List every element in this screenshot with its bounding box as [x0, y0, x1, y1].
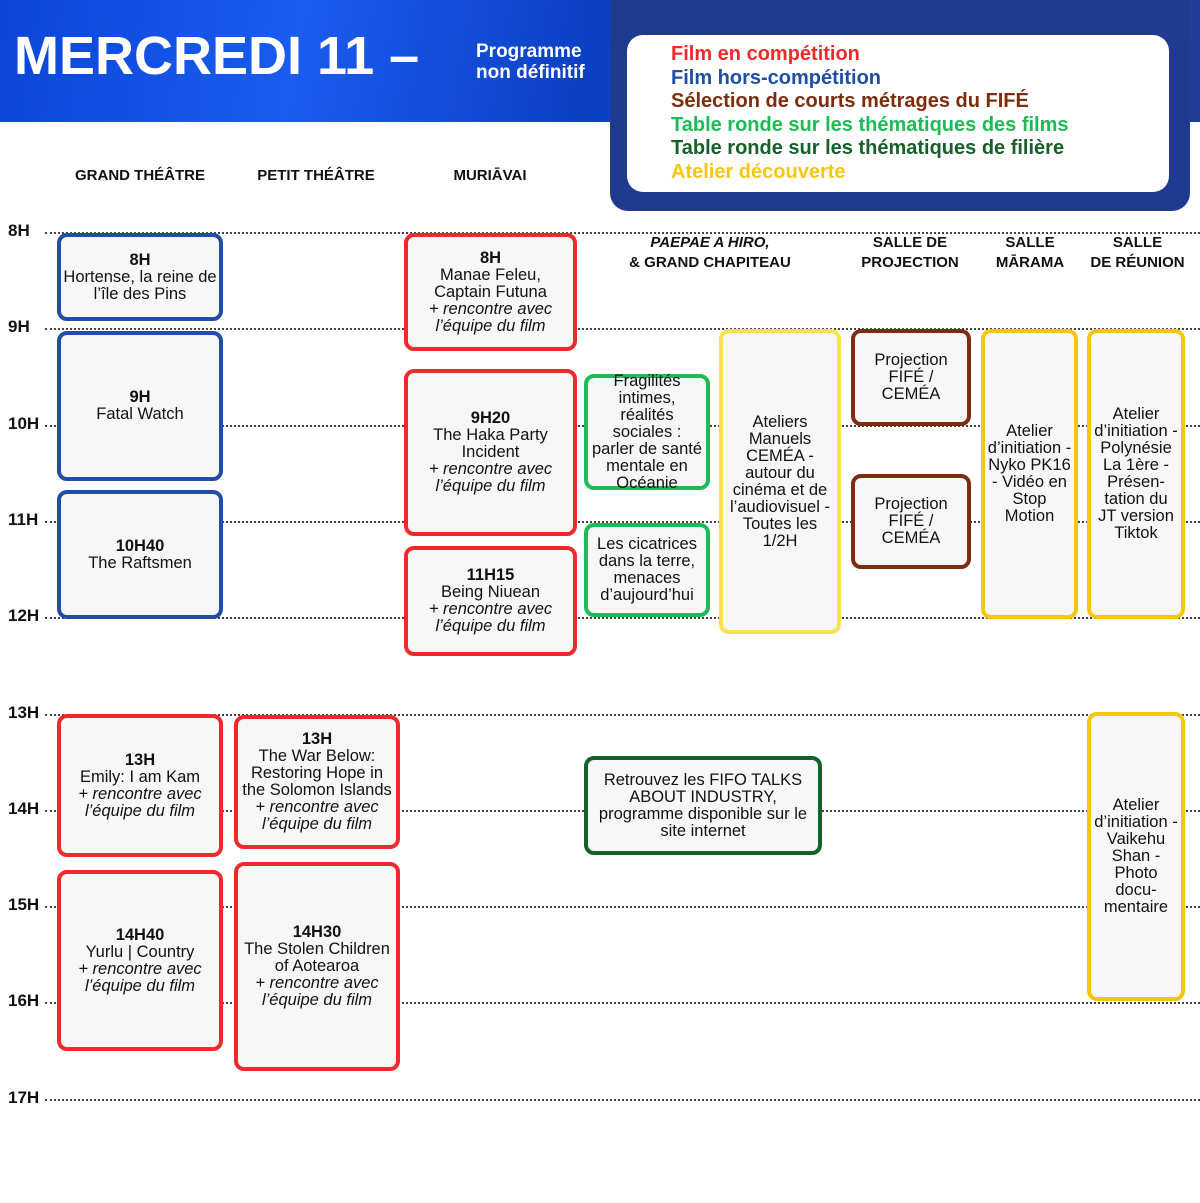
hour-label: 8H	[8, 221, 30, 240]
venue-line: PAEPAE A HIRO,	[650, 234, 770, 251]
event-extra: + rencontre avec l’équipe du film	[78, 959, 202, 995]
hour-gridline	[45, 232, 1200, 234]
event-title: Ateliers Manuels CEMÉA - autour du ciném…	[730, 412, 830, 550]
legend-item: Sélection de courts métrages du FIFÉ	[671, 90, 1029, 113]
event-title: Fragilités intimes, réalités sociales : …	[591, 371, 703, 492]
venue-line: & GRAND CHAPITEAU	[629, 254, 791, 271]
hour-label: 9H	[8, 317, 30, 337]
event-time: 11H15	[466, 566, 515, 584]
event-extra: + rencontre avec l’équipe du film	[428, 460, 553, 495]
legend-item: Atelier découverte	[671, 160, 846, 183]
venue-line: MĀRAMA	[995, 254, 1065, 271]
legend-item: Table ronde sur les thématiques des film…	[671, 113, 1069, 136]
venue-salle-projection: SALLE DE PROJECTION	[845, 233, 975, 273]
legend-item: Table ronde sur les thématiques de filiè…	[671, 137, 1065, 160]
event-pr2[interactable]: Projection FIFÉ / CEMÉA	[851, 474, 971, 569]
event-title: Being Niuean	[440, 583, 541, 601]
event-time: 9H	[129, 388, 151, 406]
event-time: 9H20	[470, 409, 511, 427]
event-time: 10H40	[115, 536, 165, 555]
hour-gridline	[45, 328, 1200, 331]
page-title: MERCREDI 11 –	[14, 26, 420, 86]
legend-item: Film en compétition	[671, 43, 860, 65]
event-pr1[interactable]: Projection FIFÉ / CEMÉA	[851, 329, 971, 426]
event-title: Manae Feleu, Captain Futuna	[434, 265, 547, 301]
hour-gridline	[45, 906, 1200, 909]
event-pa1[interactable]: Fragilités intimes, réalités sociales : …	[584, 371, 710, 492]
hour-label: 15H	[8, 895, 40, 915]
venue-salle-marama: SALLE MĀRAMA	[980, 233, 1080, 273]
venue-line: PROJECTION	[861, 254, 959, 271]
event-title: Fatal Watch	[96, 405, 184, 423]
event-extra: + rencontre avec l’équipe du film	[255, 798, 379, 833]
event-title: Hortense, la reine de l’île des Pins	[63, 267, 217, 303]
venue-line: SALLE	[1112, 234, 1163, 251]
event-re1[interactable]: Atelier d’initiation - Polynésie La 1ère…	[1087, 329, 1185, 619]
hour-label: 14H	[8, 798, 40, 818]
hour-gridline	[45, 617, 1200, 620]
event-time: 14H40	[115, 925, 165, 944]
subtitle-line: Programme	[476, 41, 582, 62]
event-title: The Haka Party Incident	[433, 426, 548, 461]
venue-muriavai: MURIĀVAI	[453, 167, 527, 184]
event-extra: + rencontre avec l’équipe du film	[78, 784, 202, 820]
hour-label: 17H	[8, 1087, 40, 1107]
hour-gridline	[45, 1002, 1200, 1005]
event-title: Atelier d’initiation - Vaikehu Shan - Ph…	[1094, 796, 1178, 916]
event-time: 13H	[124, 750, 156, 769]
venue-line: DE RÉUNION	[1090, 254, 1185, 271]
event-at1[interactable]: Ateliers Manuels CEMÉA - autour du ciném…	[719, 329, 841, 634]
venue-paepae: PAEPAE A HIRO, & GRAND CHAPITEAU	[600, 233, 820, 273]
event-title: Yurlu | Country	[85, 942, 195, 961]
hour-gridline	[45, 713, 1200, 716]
event-pa2[interactable]: Les cicatrices dans la terre, menaces d’…	[584, 523, 710, 617]
venue-salle-reunion: SALLE DE RÉUNION	[1080, 233, 1195, 273]
hour-label: 16H	[8, 991, 40, 1011]
event-title: Emily: I am Kam	[79, 767, 201, 786]
event-ma1[interactable]: Atelier d’initiation - Nyko PK16 - Vidéo…	[981, 329, 1078, 619]
event-title: The Stolen Children of Aotearoa	[244, 940, 390, 975]
venue-grand-theatre: GRAND THÉÂTRE	[75, 167, 205, 184]
hour-label: 10H	[8, 413, 40, 433]
event-title: Projection FIFÉ / CEMÉA	[874, 351, 948, 403]
subtitle-line: non définitif	[476, 62, 585, 83]
event-extra: + rencontre avec l’équipe du film	[428, 600, 553, 635]
event-extra: + rencontre avec l’équipe du film	[428, 299, 553, 335]
event-title: The Raftsmen	[88, 553, 192, 572]
hour-label: 11H	[8, 509, 39, 529]
event-title: The War Below: Restoring Hope in the Sol…	[242, 747, 392, 799]
hour-label: 12H	[8, 606, 40, 626]
event-title: Atelier d’initiation - Polynésie La 1ère…	[1094, 405, 1178, 542]
venue-petit-theatre: PETIT THÉÂTRE	[257, 167, 375, 184]
event-time: 8H	[479, 248, 502, 267]
venue-line: SALLE DE	[872, 234, 948, 251]
venue-line: SALLE	[1005, 234, 1055, 251]
event-time: 14H30	[292, 923, 342, 941]
legend-item: Film hors-compétition	[671, 66, 881, 89]
hour-gridline	[45, 520, 1200, 523]
event-time: 13H	[301, 730, 333, 748]
event-title: Projection FIFÉ / CEMÉA	[874, 495, 948, 547]
event-title: Retrouvez les FIFO TALKS ABOUT INDUSTRY,…	[598, 770, 808, 840]
hour-label: 13H	[8, 702, 40, 722]
hour-gridline	[45, 1098, 1200, 1101]
event-pa3[interactable]: Retrouvez les FIFO TALKS ABOUT INDUSTRY,…	[584, 756, 822, 855]
event-title: Atelier d’initiation - Nyko PK16 - Vidéo…	[987, 422, 1072, 525]
event-re2[interactable]: Atelier d’initiation - Vaikehu Shan - Ph…	[1087, 712, 1185, 1001]
event-title: Les cicatrices dans la terre, menaces d’…	[597, 535, 697, 604]
event-time: 8H	[129, 250, 151, 269]
event-extra: + rencontre avec l’équipe du film	[255, 974, 379, 1009]
